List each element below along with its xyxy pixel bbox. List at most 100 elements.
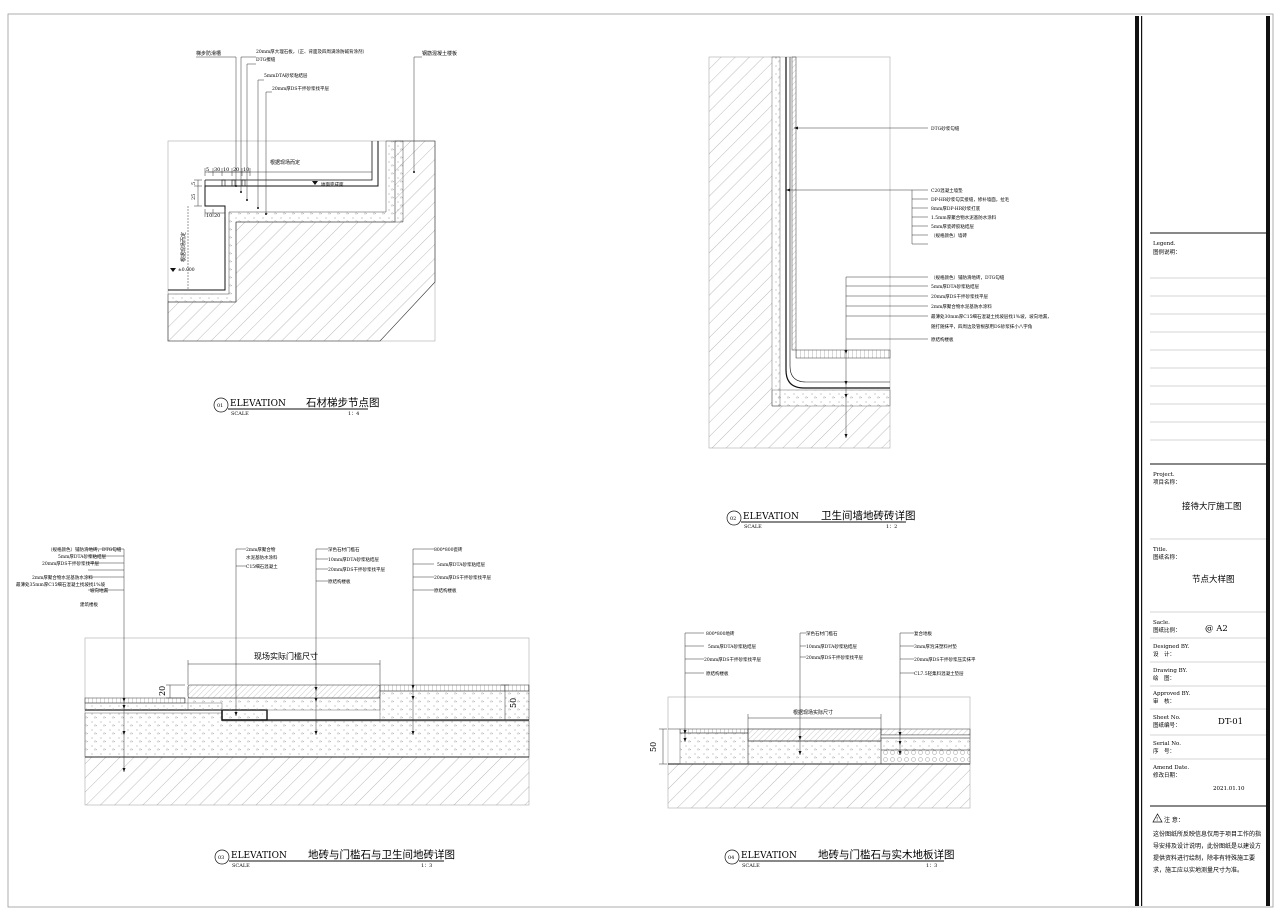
drawing-03-title: 03 ELEVATION SCALE 地砖与门槛石与卫生间地砖详图 1：3 [214,848,455,869]
dim-10a: 10 [223,167,229,173]
drawing-04-title: 04 ELEVATION SCALE 地砖与门槛石与实木地板详图 1：3 [724,848,955,869]
drawing-04-arrows [683,730,902,755]
drawing-02-leaders [786,127,928,438]
level-mark-2: ±0.000 [178,267,195,273]
cl75-layer [880,749,971,765]
title-cn: 图纸名称： [1153,553,1181,561]
approved-en: Approved BY. [1152,691,1190,697]
drawing-02-elevation: ELEVATION [743,512,799,522]
wall-tile [791,56,797,351]
note-line-2: 提供资料进行绘制，除非有特殊施工要 [1153,854,1255,862]
dim-20b: 20 [214,213,220,219]
callout-anti-slip: 梯步防滑槽 [196,50,221,57]
callout-wall-3: 1.5mm厚聚合物水泥基防水涂料 [931,214,997,221]
site-note: 根据现场而定 [270,159,300,166]
sheet-en: Sheet No. [1153,715,1181,721]
callout-floor-5: 随打随抹平，四周边及管根部用DS砂浆抹小八字角 [931,323,1032,330]
scale-cn: 图纸比例： [1153,626,1181,634]
level-mark: 地面完成面 [321,181,344,188]
anti-slip-grooves [221,179,246,187]
callout-wall-2: 8mm厚DP-HR砂浆打底 [931,205,981,212]
drawing-04-name: 地砖与门槛石与实木地板详图 [818,848,955,861]
designed-en: Designed BY. [1153,644,1190,650]
d3-right-3: 原结构楼板 [434,587,457,594]
project-value: 接待大厅施工图 [1182,501,1242,512]
drawing-01-scale: 1：4 [348,411,359,417]
drawing-01-title: 01 ELEVATION SCALE 石材梯步节点图 1：4 [213,396,380,417]
floor-structure [709,406,890,448]
drawing-04-tile-threshold-wood: 根据现场实际尺寸 50 800*800地砖 5mm厚DTA砂浆粘结层 20m [649,630,976,869]
callout-floor-1: 5mm厚DTA砂浆粘结层 [931,283,980,290]
callout-wall-5: （规格颜色）墙砖 [931,232,967,239]
foam-layer [880,734,971,739]
drawing-01-name: 石材梯步节点图 [306,396,380,409]
leader-dots [235,171,415,215]
d4-left-3: 原结构楼板 [706,670,729,677]
side-note: 根据现场而定 [180,232,187,262]
drawing-03-scale-label: SCALE [232,863,250,869]
svg-text:04: 04 [728,855,734,861]
amend-en: Amend Date. [1152,765,1189,771]
d3-mid1-2: C15细石混凝土 [246,563,278,570]
d3-right-0: 800*800瓷砖 [434,546,463,553]
d4-mid-2: 20mm厚DS干拌砂浆找平层 [806,654,863,661]
d4-left-0: 800*800地砖 [706,630,735,637]
title-value: 节点大样图 [1192,574,1235,585]
note-line-0: 这份图纸所反映信息仅用于项目工作的指 [1153,830,1261,838]
d3-mid2-2: 20mm厚DS干拌砂浆找平层 [328,566,385,573]
threshold-size-label: 现场实际门槛尺寸 [254,651,318,661]
waterproof-layer [785,57,890,389]
drawing-03-name: 地砖与门槛石与卫生间地砖详图 [308,848,455,861]
dim-30: 30 [214,167,220,173]
drawing-02-arrows [786,126,848,438]
drawing-04-scale-label: SCALE [742,863,760,869]
d4-right-3: CL7.5轻集料混凝土垫层 [914,670,964,677]
note-line-1: 导安排及设计说明，此份图纸是以建设方 [1153,842,1261,850]
drawing-01-dims [187,168,372,290]
right-mortar [379,690,530,721]
legend-cn: 图例说明： [1153,248,1181,256]
callout-floor-0: （规格颜色）铺防滑地砖，DTG勾缝 [931,274,1005,281]
amend-value: 2021.01.10 [1213,786,1245,792]
d3-left-1: 5mm厚DTA砂浆粘结层 [58,553,107,560]
drawing-01-leaders [196,56,422,214]
d3-mid1-1: 水泥基防水涂料 [246,554,278,561]
drawing-02-bathroom-wall-floor: DTG砂浆勾缝 C20混凝土墙垫 DP-HR砂浆勾实接缝，修补墙面，拉毛 8mm… [708,56,1052,530]
d4-left-1: 5mm厚DTA砂浆粘结层 [708,643,757,650]
right-tile [379,684,530,692]
drawing-01-stair-stone-detail: 5 30 10 20 10 25 5 10 20 根据现场而定 根据现场而定 地… [167,48,457,417]
note-line-3: 求，施工应以实地测量尺寸为准。 [1153,866,1243,874]
project-en: Project. [1153,472,1175,478]
approved-cn: 审 核： [1153,697,1175,705]
sheet-cn: 图纸编号： [1153,721,1181,729]
dim-25: 25 [191,194,197,200]
d4-left-2: 20mm厚DS干拌砂浆找平层 [704,656,761,663]
callout-wall-0: C20混凝土墙垫 [931,187,963,194]
d3-mid2-0: 深色石材门槛石 [328,546,360,553]
drawing-04-elevation: ELEVATION [741,851,797,861]
warning-icon [1152,813,1163,823]
callout-dtg-joint: DTG砂浆勾缝 [931,125,960,132]
callout-wall-4: 5mm厚瓷砖胶粘结层 [931,223,974,230]
callout-dta: 5mmDTA砂浆粘结层 [264,72,308,79]
d4-right-2: 20mm厚DS干拌砂浆压实抹平 [914,656,976,663]
drawing-cn: 绘 图： [1153,674,1175,682]
serial-cn: 序 号： [1153,747,1175,755]
d4-mid-0: 深色石材门槛石 [806,630,838,637]
left-tile [84,697,186,704]
designed-cn: 设 计： [1153,650,1175,658]
callout-marble: 20mm厚大理石板，（正、背面及四周满涂防碱背涂剂） [256,48,367,55]
left-tile-4 [679,728,749,734]
stone-finish-layer-inner [205,141,373,181]
d3-left-4: 最薄处35mm厚C15细石混凝土找坡找1%坡 [16,581,106,588]
ds-mortar-4 [880,737,971,751]
d4-mid-1: 10mm厚DTA砂浆粘结层 [806,643,857,650]
drawing-03-elevation: ELEVATION [231,851,287,861]
d3-left-3: 2mm厚聚合物水泥基防水涂料 [32,574,93,581]
floor-screed [771,389,891,407]
dim-5v: 5 [191,182,197,185]
d3-left-0: （规格颜色）铺防滑地砖，DTG勾缝 [48,546,122,553]
c15-curb-inner [226,713,263,719]
d3-right-2: 20mm厚DS干拌砂浆找平层 [434,574,491,581]
